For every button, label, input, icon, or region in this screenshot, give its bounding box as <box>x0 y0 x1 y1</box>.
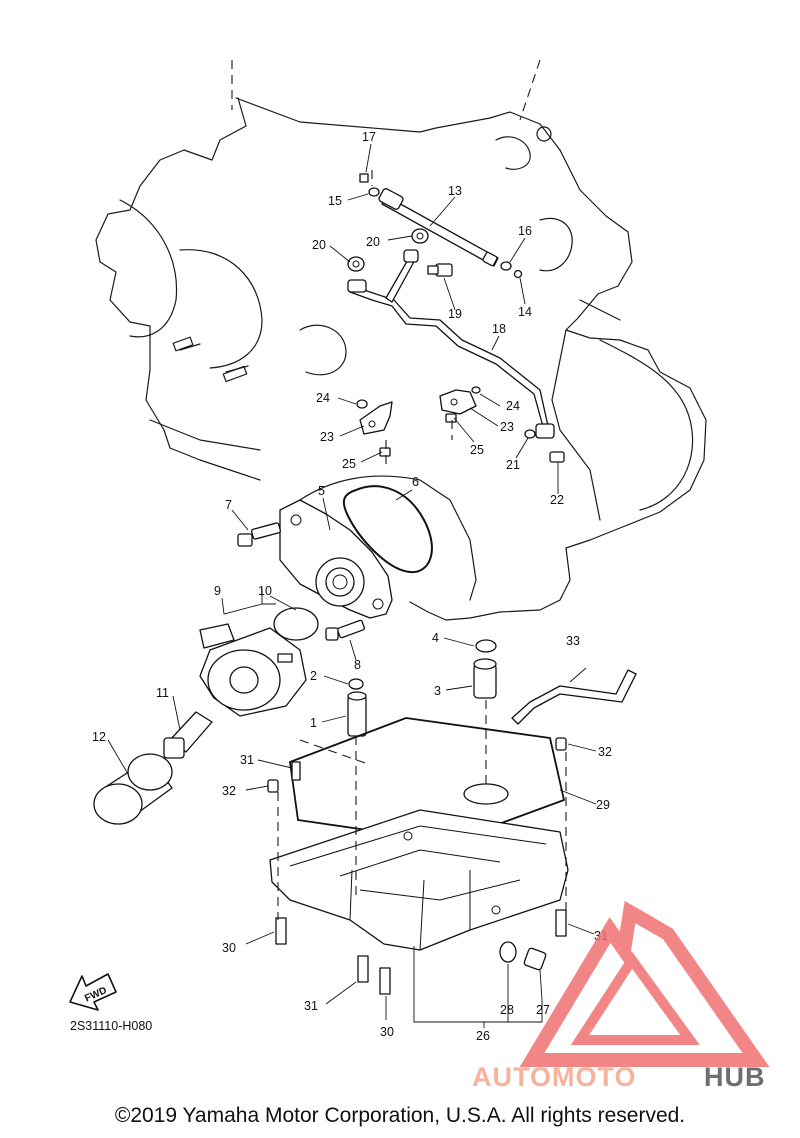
oil-pipe-13 <box>378 188 499 267</box>
callout-13: 13 <box>448 184 462 198</box>
drain-bolt-27 <box>523 947 547 971</box>
callout-29: 29 <box>596 798 610 812</box>
gasket-29 <box>289 717 565 843</box>
bolt-25-left <box>379 447 391 457</box>
callout-20-left: 20 <box>312 238 326 252</box>
bracket-23-left <box>359 401 393 435</box>
callout-9: 9 <box>214 584 221 598</box>
o-ring-4 <box>475 639 497 653</box>
union-bolt-11 <box>163 711 213 759</box>
callout-31-lower: 31 <box>304 999 318 1013</box>
center-lines <box>277 170 567 920</box>
callout-1: 1 <box>310 716 317 730</box>
callout-8: 8 <box>354 658 361 672</box>
callout-7: 7 <box>225 498 232 512</box>
bracket-23-right <box>439 389 477 415</box>
oil-pipe-18 <box>347 249 555 439</box>
bolt-19 <box>427 263 453 277</box>
callout-3: 3 <box>434 684 441 698</box>
callout-26: 26 <box>476 1029 490 1043</box>
callout-22: 22 <box>550 493 564 507</box>
o-ring-14 <box>513 269 523 279</box>
pipe-1 <box>347 691 367 737</box>
bolt-17 <box>359 173 369 183</box>
o-ring-21 <box>524 429 536 439</box>
gasket-6 <box>342 485 433 574</box>
callout-19: 19 <box>448 307 462 321</box>
bolt-25-right <box>445 413 457 423</box>
fwd-arrow: FWD <box>69 973 117 1011</box>
callout-4: 4 <box>432 631 439 645</box>
bolt-30-left <box>275 917 287 945</box>
callout-28: 28 <box>500 1003 514 1017</box>
callout-30-bottom: 30 <box>380 1025 394 1039</box>
bolt-31-upper <box>291 761 301 781</box>
callout-6: 6 <box>412 475 419 489</box>
oil-filter-12 <box>93 753 173 825</box>
callout-31-upper: 31 <box>240 753 254 767</box>
callout-20-right: 20 <box>366 235 380 249</box>
oil-pump-5 <box>279 499 393 619</box>
callout-32-right: 32 <box>598 745 612 759</box>
callout-10: 10 <box>258 584 272 598</box>
o-ring-15 <box>368 187 380 197</box>
callout-25-right: 25 <box>470 443 484 457</box>
callout-32-left: 32 <box>222 784 236 798</box>
callout-27: 27 <box>536 1003 550 1017</box>
banjo-20-right <box>411 228 429 244</box>
strainer-3 <box>473 658 497 699</box>
callout-14: 14 <box>518 305 532 319</box>
pipe-33 <box>511 669 637 725</box>
callout-30-left: 30 <box>222 941 236 955</box>
dowel-32-left <box>267 779 279 793</box>
callout-25-left: 25 <box>342 457 356 471</box>
watermark-text-part1: AUTOMOTO <box>472 1062 637 1092</box>
callout-5: 5 <box>318 484 325 498</box>
callout-21: 21 <box>506 458 520 472</box>
gasket-28 <box>499 941 517 963</box>
callout-labels: 17 15 13 16 14 20 20 19 18 24 23 25 24 2… <box>92 130 612 1043</box>
leader-lines <box>107 143 597 1028</box>
bolt-30-bottom <box>379 967 391 995</box>
watermark-text-part2: HUB <box>704 1062 766 1092</box>
oil-cooler-9 <box>199 623 307 717</box>
diagram-code: 2S31110-H080 <box>70 1019 152 1033</box>
o-ring-16 <box>500 261 512 271</box>
oil-pan-26 <box>269 783 569 951</box>
banjo-20-left <box>347 256 365 272</box>
callout-12: 12 <box>92 730 106 744</box>
callout-16: 16 <box>518 224 532 238</box>
copyright-notice: ©2019 Yamaha Motor Corporation, U.S.A. A… <box>114 1104 686 1127</box>
dowel-32-right <box>555 737 567 751</box>
o-ring-24-right <box>471 386 481 394</box>
callout-11: 11 <box>156 686 169 700</box>
o-ring-10 <box>273 607 319 641</box>
callout-23-right: 23 <box>500 420 514 434</box>
bolt-31-right <box>555 909 567 937</box>
callout-33: 33 <box>566 634 580 648</box>
bolt-22 <box>549 451 565 463</box>
watermark-logo: AUTOMOTO HUB <box>472 900 770 1092</box>
callout-17: 17 <box>362 130 376 144</box>
callout-15: 15 <box>328 194 342 208</box>
o-ring-24-left <box>356 399 368 409</box>
callout-24-right: 24 <box>506 399 520 413</box>
bolt-7 <box>237 522 282 547</box>
bolt-31-lower <box>357 955 369 983</box>
callout-24-left: 24 <box>316 391 330 405</box>
callout-23-left: 23 <box>320 430 334 444</box>
callout-2: 2 <box>310 669 317 683</box>
o-ring-2 <box>348 678 364 690</box>
callout-18: 18 <box>492 322 506 336</box>
engine-outline <box>95 59 707 621</box>
bolt-8 <box>325 619 366 641</box>
